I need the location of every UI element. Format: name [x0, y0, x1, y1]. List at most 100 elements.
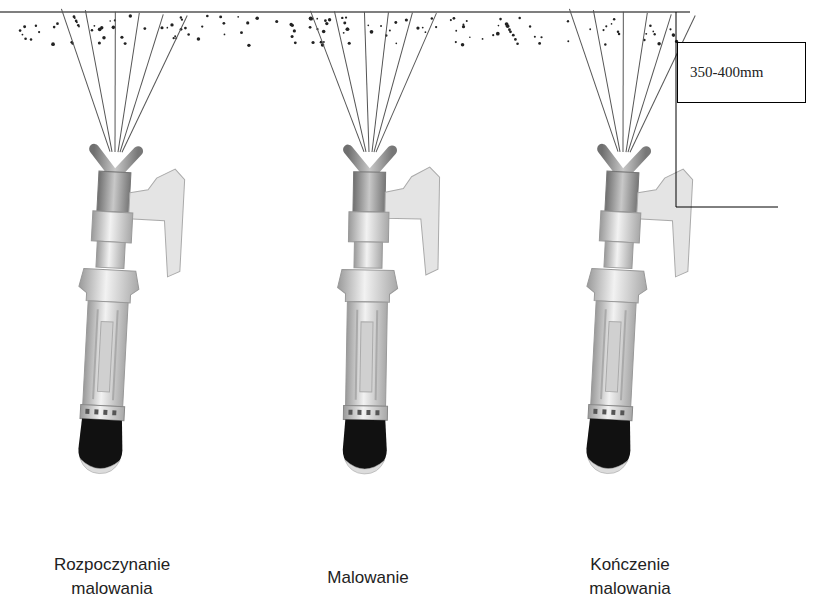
paint-droplet [341, 17, 343, 19]
stage-caption: Kończenie malowania [565, 553, 695, 601]
paint-droplet [657, 42, 660, 45]
paint-droplet [181, 19, 183, 21]
paint-droplet [645, 33, 647, 35]
paint-droplet [649, 24, 652, 27]
paint-droplet [380, 25, 382, 27]
paint-droplet [247, 44, 250, 47]
paint-droplet [652, 31, 654, 33]
paint-droplet [112, 26, 116, 30]
paint-droplet [613, 18, 615, 20]
paint-droplet [38, 31, 40, 33]
paint-droplet [129, 14, 132, 17]
paint-droplet [124, 42, 127, 45]
paint-droplet [222, 22, 225, 25]
paint-droplet [343, 21, 346, 24]
paint-droplet [224, 34, 226, 36]
paint-droplet [498, 25, 500, 27]
paint-droplet [425, 31, 427, 33]
paint-droplet [74, 17, 76, 19]
paint-droplet [255, 17, 259, 21]
paint-droplet [246, 21, 249, 24]
paint-droplet [324, 19, 327, 22]
paint-droplet [91, 29, 94, 32]
paint-droplet [482, 38, 484, 40]
paint-droplet [617, 31, 620, 34]
paint-droplet [567, 20, 569, 22]
paint-droplet [201, 25, 203, 27]
paint-droplet [395, 43, 397, 45]
dimension-value: 350-400mm [690, 64, 763, 81]
paint-droplet [567, 20, 569, 22]
paint-droplet [499, 18, 502, 21]
paint-droplet [512, 34, 515, 37]
paint-droplet [672, 33, 675, 36]
stage-caption: Malowanie [288, 566, 448, 590]
paint-droplet [496, 32, 500, 36]
paint-droplet [422, 27, 424, 29]
paint-droplet [109, 20, 111, 22]
paint-droplet [514, 38, 517, 41]
paint-droplet [35, 25, 37, 27]
paint-droplet [53, 26, 56, 29]
paint-droplet [506, 24, 510, 28]
paint-droplet [602, 29, 604, 31]
paint-droplet [604, 43, 606, 45]
paint-droplet [293, 29, 296, 32]
paint-droplet [309, 16, 313, 20]
paint-droplet [24, 37, 27, 40]
paint-droplet [618, 33, 620, 35]
paint-droplet [143, 27, 146, 30]
paint-droplet [174, 35, 176, 37]
paint-droplet [275, 20, 278, 23]
paint-droplet [219, 15, 222, 18]
paint-droplet [93, 25, 95, 27]
paint-droplet [370, 30, 374, 34]
paint-droplets [19, 14, 678, 47]
paint-droplet [51, 42, 55, 46]
paint-droplet [294, 41, 297, 44]
paint-droplet [461, 43, 465, 47]
paint-droplet [435, 26, 437, 28]
paint-droplet [518, 17, 520, 19]
paint-droplet [30, 38, 33, 41]
paint-droplet [394, 21, 397, 24]
spray-gun [302, 11, 442, 475]
paint-droplet [453, 17, 456, 20]
paint-droplet [348, 42, 351, 45]
paint-droplet [405, 18, 408, 21]
paint-droplet [76, 21, 78, 23]
paint-droplet [605, 25, 607, 27]
paint-droplet [170, 23, 173, 26]
paint-droplet [316, 18, 318, 20]
paint-droplet [345, 27, 348, 30]
paint-droplet [166, 27, 168, 29]
paint-droplet [120, 36, 123, 39]
paint-droplet [509, 30, 512, 33]
paint-droplet [611, 23, 613, 25]
paint-droplet [323, 41, 325, 43]
paint-droplet [540, 36, 542, 38]
spray-gun [37, 9, 193, 477]
paint-droplet [240, 31, 243, 34]
paint-droplet [389, 30, 391, 32]
paint-droplet [529, 25, 531, 27]
paint-droplet [455, 41, 457, 43]
paint-droplet [466, 20, 468, 22]
paint-droplet [345, 16, 347, 18]
paint-droplet [56, 22, 59, 25]
paint-droplet [180, 16, 182, 18]
paint-droplet [492, 34, 494, 36]
paint-droplet [291, 35, 294, 38]
paint-droplet [100, 26, 103, 29]
paint-droplet [343, 32, 345, 34]
paint-droplet [22, 34, 24, 36]
paint-droplet [78, 26, 80, 28]
paint-droplet [567, 40, 569, 42]
paint-droplet [173, 37, 175, 39]
paint-droplet [416, 26, 419, 29]
paint-droplet [98, 41, 101, 44]
paint-droplet [367, 25, 369, 27]
paint-droplet [431, 17, 433, 19]
paint-droplet [206, 15, 209, 18]
